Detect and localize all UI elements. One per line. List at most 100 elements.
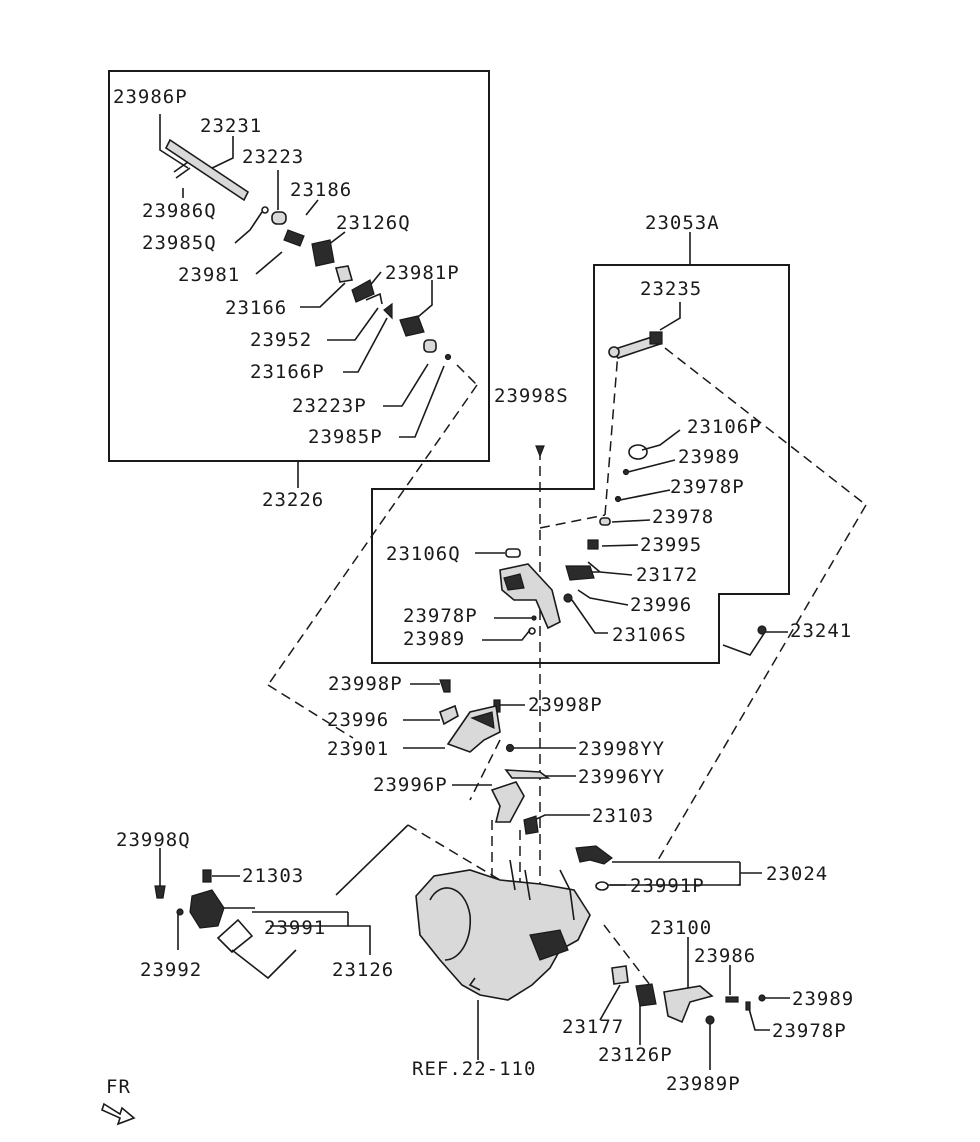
washer-23978P — [745, 1001, 751, 1011]
arm-23996YY — [504, 769, 551, 779]
nut-23989P — [705, 1015, 715, 1025]
label-23986: 23986 — [694, 945, 756, 967]
label-23231: 23231 — [200, 115, 262, 137]
washer — [423, 339, 437, 353]
right-side-parts — [575, 845, 766, 1025]
bushing — [271, 211, 287, 225]
label-23235: 23235 — [640, 278, 702, 300]
clip-ring — [528, 627, 536, 635]
label-ref: REF.22-110 — [412, 1058, 536, 1080]
control-assembly-box — [371, 264, 790, 664]
nut-23989 — [758, 994, 766, 1002]
switch-23126 — [189, 889, 225, 929]
label-23053A: 23053A — [645, 212, 720, 234]
label-23166: 23166 — [225, 297, 287, 319]
label-23024: 23024 — [766, 863, 828, 885]
nut — [587, 539, 599, 550]
sensor-21303 — [202, 869, 212, 883]
label-23989-b: 23989 — [403, 628, 465, 650]
case-ribs — [509, 859, 575, 921]
label-23226: 23226 — [262, 489, 324, 511]
clip-pin — [622, 468, 630, 476]
label-23978P-c: 23978P — [772, 1020, 847, 1042]
label-23106S: 23106S — [612, 624, 687, 646]
label-23223: 23223 — [242, 146, 304, 168]
label-23996-a: 23996 — [630, 594, 692, 616]
label-23100: 23100 — [650, 917, 712, 939]
label-23989-a: 23989 — [678, 446, 740, 468]
bolt-23998YY — [505, 743, 515, 753]
bracket-pair — [565, 565, 595, 581]
lever-clip — [173, 161, 191, 179]
base-plate-detail — [470, 711, 495, 729]
pin-a — [531, 615, 537, 621]
sleeve-23103 — [523, 815, 539, 835]
bolt-head — [563, 593, 573, 603]
bolt-23998Q — [154, 885, 166, 899]
cap — [351, 279, 375, 303]
label-23241: 23241 — [790, 620, 852, 642]
label-23106Q: 23106Q — [386, 543, 461, 565]
label-23981P: 23981P — [385, 262, 460, 284]
label-23901: 23901 — [327, 738, 389, 760]
label-23995: 23995 — [640, 534, 702, 556]
label-23103: 23103 — [592, 805, 654, 827]
label-23996YY: 23996YY — [578, 766, 665, 788]
seal-23126P — [635, 983, 657, 1007]
left-side-parts — [154, 869, 254, 954]
pin-small — [444, 353, 452, 361]
cable-eye — [608, 346, 620, 358]
label-23996-b: 23996 — [327, 709, 389, 731]
seat — [334, 265, 354, 283]
gasket-23991 — [216, 918, 254, 954]
washer-23992 — [176, 908, 184, 916]
label-23998YY: 23998YY — [578, 738, 665, 760]
label-23978: 23978 — [652, 506, 714, 528]
label-23126: 23126 — [332, 959, 394, 981]
label-23981: 23981 — [178, 264, 240, 286]
bushing-23996 — [439, 704, 459, 726]
label-23998P-a: 23998P — [328, 673, 403, 695]
part-number-labels: 23986P 23231 23223 23186 23986Q 23126Q 2… — [106, 86, 853, 1098]
label-23991P: 23991P — [630, 875, 705, 897]
label-23991: 23991 — [264, 917, 326, 939]
control-assembly-parts — [499, 331, 767, 635]
label-23989P: 23989P — [666, 1073, 741, 1095]
label-23166P: 23166P — [250, 361, 325, 383]
housing — [311, 239, 335, 267]
label-23998Q: 23998Q — [116, 829, 191, 851]
front-direction-arrow-icon — [101, 1102, 136, 1126]
collar — [399, 315, 425, 337]
label-23186: 23186 — [290, 179, 352, 201]
bracket-detail — [503, 573, 525, 591]
label-23126P: 23126P — [598, 1044, 673, 1066]
pin — [261, 206, 269, 214]
transmission-case — [415, 859, 591, 1001]
retainer — [365, 292, 383, 305]
label-23952: 23952 — [250, 329, 312, 351]
label-23996P: 23996P — [373, 774, 448, 796]
label-23985P: 23985P — [308, 426, 383, 448]
label-23978P-a: 23978P — [670, 476, 745, 498]
label-23986Q: 23986Q — [142, 200, 217, 222]
label-23126Q: 23126Q — [336, 212, 411, 234]
lever-23024 — [575, 845, 613, 865]
nut-23241 — [757, 625, 767, 635]
label-23998S: 23998S — [494, 385, 569, 407]
label-23177: 23177 — [562, 1016, 624, 1038]
bushing-cap — [628, 444, 648, 460]
shift-lever-assembly-box — [108, 70, 490, 462]
washer-23991P — [595, 881, 609, 891]
label-23978P-b: 23978P — [403, 605, 478, 627]
leader-lines — [159, 114, 790, 1070]
grommet — [505, 548, 521, 558]
bolt-23998P-left — [439, 679, 451, 693]
label-23985Q: 23985Q — [142, 232, 217, 254]
shift-lever-rod — [164, 138, 250, 202]
label-23986P: 23986P — [113, 86, 188, 108]
clip — [383, 302, 393, 320]
lever-23100 — [663, 985, 714, 1024]
label-21303: 21303 — [242, 865, 304, 887]
label-23992: 23992 — [140, 959, 202, 981]
